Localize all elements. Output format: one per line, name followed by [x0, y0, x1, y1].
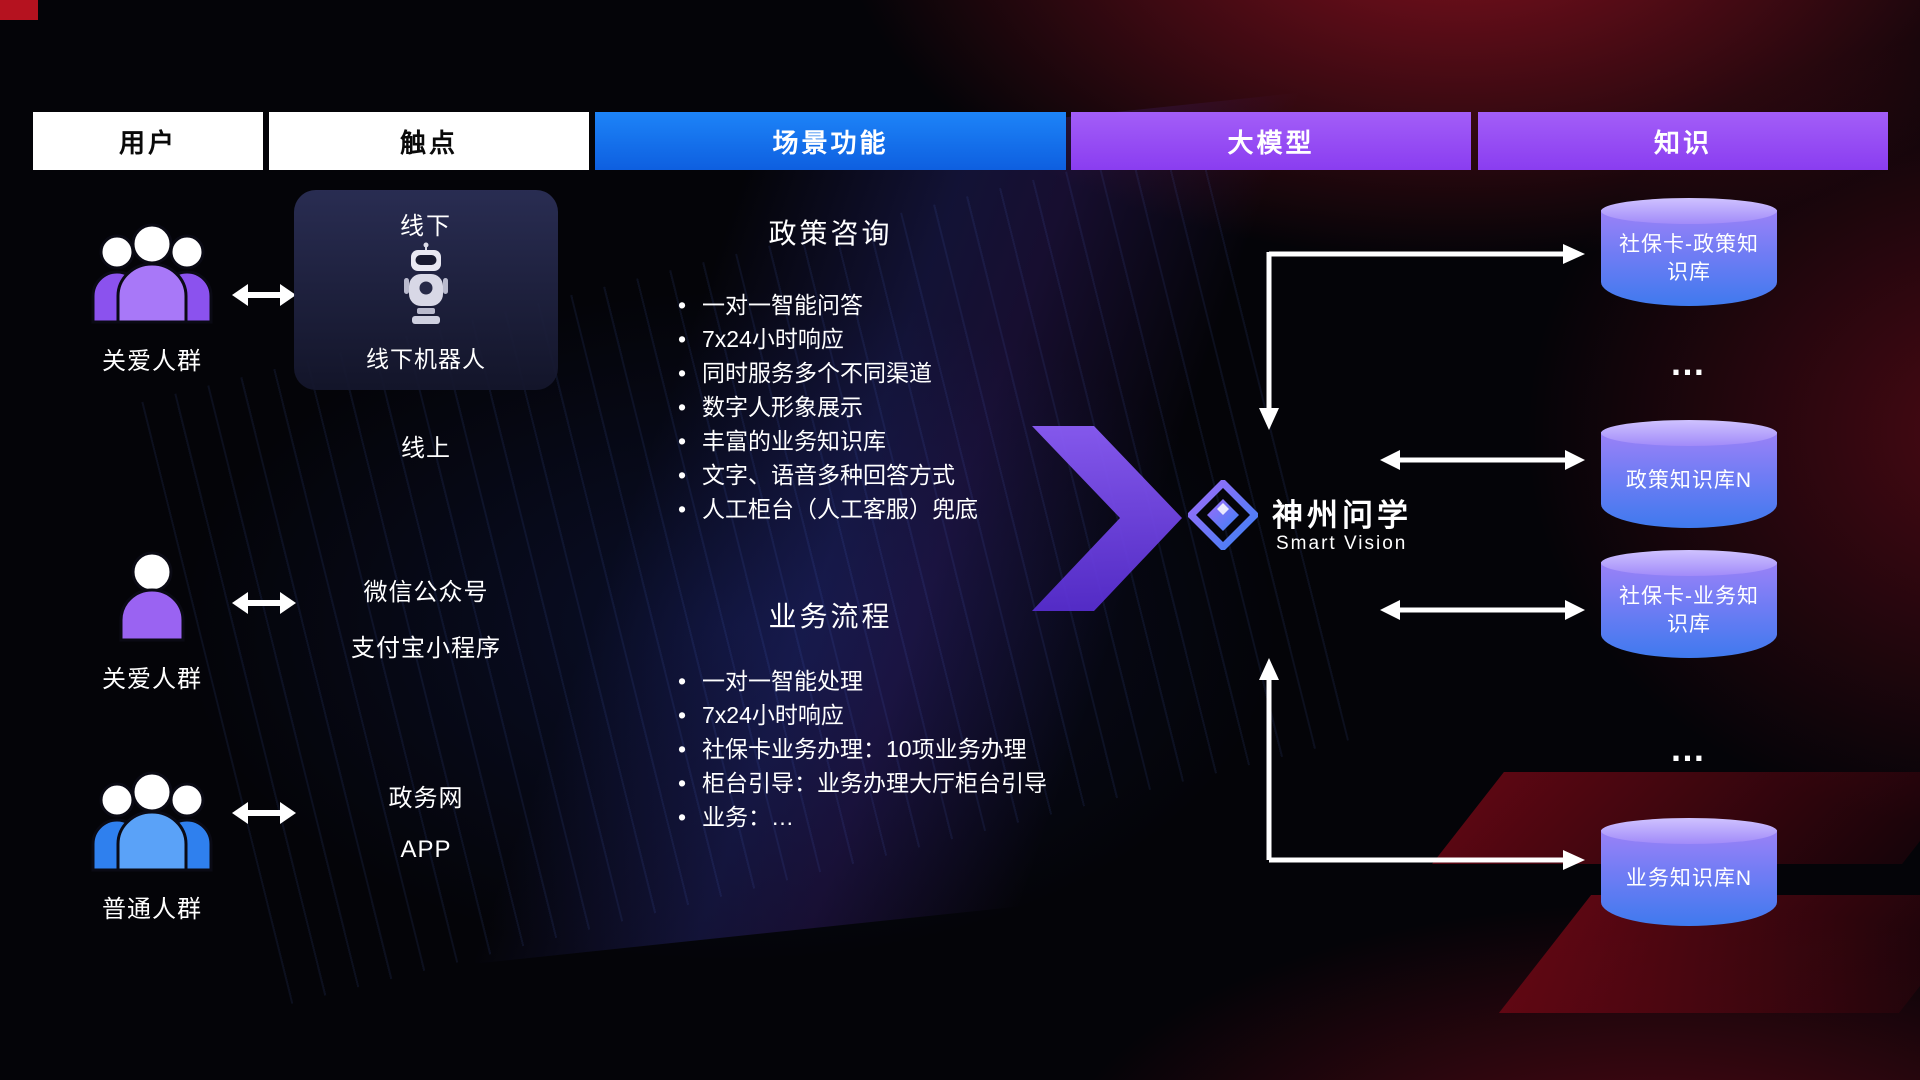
database-icon	[1601, 818, 1777, 844]
header-users-label: 用户	[118, 127, 177, 158]
big-flow-arrow-icon	[1032, 426, 1182, 611]
online-label: 线上	[401, 435, 451, 462]
kb-business-n: 业务知识库N	[1601, 818, 1777, 926]
elbow-arrow-top-icon	[1259, 244, 1585, 430]
elbow-arrow-bottom-icon	[1259, 658, 1585, 870]
user-label: 普通人群	[102, 896, 202, 923]
database-icon	[1601, 198, 1777, 224]
channel-gov-web: 政务网	[388, 785, 464, 812]
kb-label: 社保卡-业务知识库	[1601, 562, 1777, 658]
kb-label: 业务知识库N	[1601, 830, 1777, 926]
channel-alipay: 支付宝小程序	[351, 635, 501, 662]
corner-accent	[0, 0, 38, 20]
double-arrow-icon	[232, 592, 296, 614]
header-scenarios: 场景功能	[595, 112, 1066, 170]
robot-icon	[404, 242, 448, 324]
double-arrow-business-icon	[1380, 600, 1585, 620]
business-feature-list: 一对一智能处理 7x24小时响应 社保卡业务办理：10项业务办理 柜台引导：业务…	[676, 664, 1047, 834]
kb-label: 政策知识库N	[1601, 432, 1777, 528]
list-item: 一对一智能问答	[676, 288, 978, 322]
model-subtitle: Smart Vision	[1276, 533, 1408, 554]
database-icon	[1601, 420, 1777, 446]
header-knowledge-label: 知识	[1653, 127, 1712, 158]
policy-feature-list: 一对一智能问答 7x24小时响应 同时服务多个不同渠道 数字人形象展示 丰富的业…	[676, 288, 978, 526]
list-item: 同时服务多个不同渠道	[676, 356, 978, 390]
kb-social-policy: 社保卡-政策知识库	[1601, 198, 1777, 306]
list-item: 数字人形象展示	[676, 390, 978, 424]
ellipsis-more-kb: …	[1669, 342, 1709, 383]
double-arrow-icon	[232, 284, 296, 306]
list-item: 7x24小时响应	[676, 698, 1047, 732]
header-touchpoints-label: 触点	[399, 127, 458, 158]
user-label: 关爱人群	[102, 666, 202, 693]
header-users: 用户	[33, 112, 263, 170]
channel-app: APP	[400, 836, 452, 863]
header-knowledge: 知识	[1478, 112, 1888, 170]
double-arrow-icon	[232, 802, 296, 824]
database-icon	[1601, 550, 1777, 576]
user-label: 关爱人群	[102, 348, 202, 375]
person-icon	[119, 551, 185, 642]
scenario-title-business: 业务流程	[768, 601, 893, 632]
group-people-icon	[91, 771, 213, 872]
list-item: 业务：…	[676, 800, 1047, 834]
offline-touchpoint-panel: 线下 线下机器人	[294, 190, 558, 390]
channel-wechat: 微信公众号	[363, 579, 489, 606]
list-item: 一对一智能处理	[676, 664, 1047, 698]
user-group-care-1: 关爱人群	[57, 212, 247, 376]
ellipsis-more-kb: …	[1669, 728, 1709, 769]
kb-policy-n: 政策知识库N	[1601, 420, 1777, 528]
kb-label: 社保卡-政策知识库	[1601, 210, 1777, 306]
list-item: 丰富的业务知识库	[676, 424, 978, 458]
header-model: 大模型	[1071, 112, 1471, 170]
model-name: 神州问学	[1272, 498, 1412, 533]
diamond-logo-icon	[1188, 480, 1258, 550]
scenario-title-policy: 政策咨询	[768, 218, 893, 249]
list-item: 文字、语音多种回答方式	[676, 458, 978, 492]
header-model-label: 大模型	[1227, 127, 1315, 158]
header-touchpoints: 触点	[269, 112, 589, 170]
list-item: 社保卡业务办理：10项业务办理	[676, 732, 1047, 766]
offline-label: 线下	[400, 213, 452, 240]
user-group-general: 普通人群	[57, 760, 247, 924]
offline-robot-label: 线下机器人	[366, 346, 486, 372]
list-item: 7x24小时响应	[676, 322, 978, 356]
kb-social-business: 社保卡-业务知识库	[1601, 550, 1777, 658]
double-arrow-policy-icon	[1380, 450, 1585, 470]
user-person-care-2: 关爱人群	[57, 548, 247, 694]
group-people-icon	[91, 223, 213, 324]
list-item: 人工柜台（人工客服）兜底	[676, 492, 978, 526]
list-item: 柜台引导：业务办理大厅柜台引导	[676, 766, 1047, 800]
header-scenarios-label: 场景功能	[772, 127, 889, 158]
